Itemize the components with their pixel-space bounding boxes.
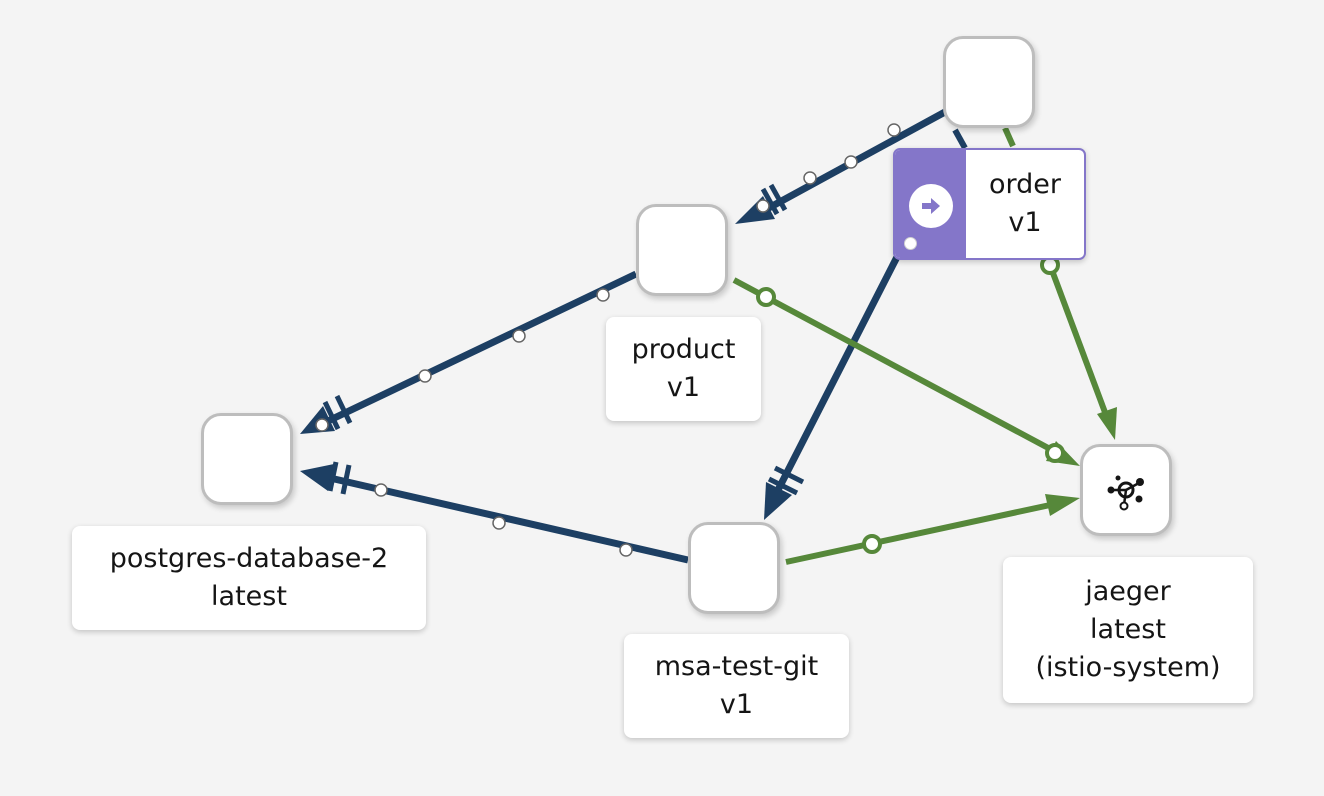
node-version: latest: [211, 581, 287, 612]
node-label-order-selected[interactable]: order v1: [893, 148, 1086, 260]
arrow-right-circle-icon: [909, 184, 953, 228]
traffic-particle: [756, 199, 770, 213]
node-name: msa-test-git: [654, 651, 819, 682]
node-version: v1: [666, 372, 701, 403]
jaeger-tracing-icon: [1107, 475, 1144, 511]
traffic-particle: [418, 369, 432, 383]
edge-endpoint-marker: [862, 534, 882, 554]
node-product[interactable]: [636, 204, 728, 296]
node-label-jaeger[interactable]: jaeger latest (istio-system): [1003, 557, 1253, 703]
traffic-particle: [803, 171, 817, 185]
edge-msa-test-git-postgres[interactable]: [300, 461, 689, 564]
traffic-particle: [512, 329, 526, 343]
traffic-particle: [887, 123, 901, 137]
node-name: jaeger: [1085, 576, 1171, 607]
node-name: order: [989, 169, 1061, 200]
edge-order-msa-test-git[interactable]: [764, 253, 902, 520]
node-label-postgres-database-2[interactable]: postgres-database-2 latest: [72, 526, 426, 630]
node-version: latest: [1090, 614, 1166, 645]
workload-entry-badge: [895, 150, 966, 258]
edge-product-postgres[interactable]: [300, 270, 638, 434]
node-namespace: (istio-system): [1035, 652, 1221, 683]
edge-endpoint-marker: [756, 287, 776, 307]
node-jaeger[interactable]: [1080, 444, 1172, 536]
traffic-particle: [596, 288, 610, 302]
node-version: v1: [719, 689, 754, 720]
traffic-particle: [844, 155, 858, 169]
edge-product-jaeger[interactable]: [732, 277, 1080, 466]
node-order[interactable]: [943, 36, 1035, 128]
node-name: product: [631, 334, 736, 365]
node-postgres-database-2[interactable]: [201, 413, 293, 505]
node-name: postgres-database-2: [109, 543, 389, 574]
edge-order-product[interactable]: [735, 108, 968, 224]
traffic-particle: [492, 516, 506, 530]
edge-endpoint-marker: [1045, 443, 1065, 463]
node-label-product[interactable]: product v1: [606, 317, 761, 421]
node-label-msa-test-git[interactable]: msa-test-git v1: [624, 634, 849, 738]
traffic-particle: [619, 543, 633, 557]
edge-msa-test-git-jaeger[interactable]: [785, 494, 1080, 565]
edge-order-jaeger[interactable]: [1002, 126, 1117, 440]
status-dot: [904, 237, 917, 250]
traffic-particle: [315, 418, 329, 432]
traffic-particle: [374, 483, 388, 497]
node-msa-test-git[interactable]: [688, 522, 780, 614]
node-version: v1: [1008, 207, 1042, 238]
